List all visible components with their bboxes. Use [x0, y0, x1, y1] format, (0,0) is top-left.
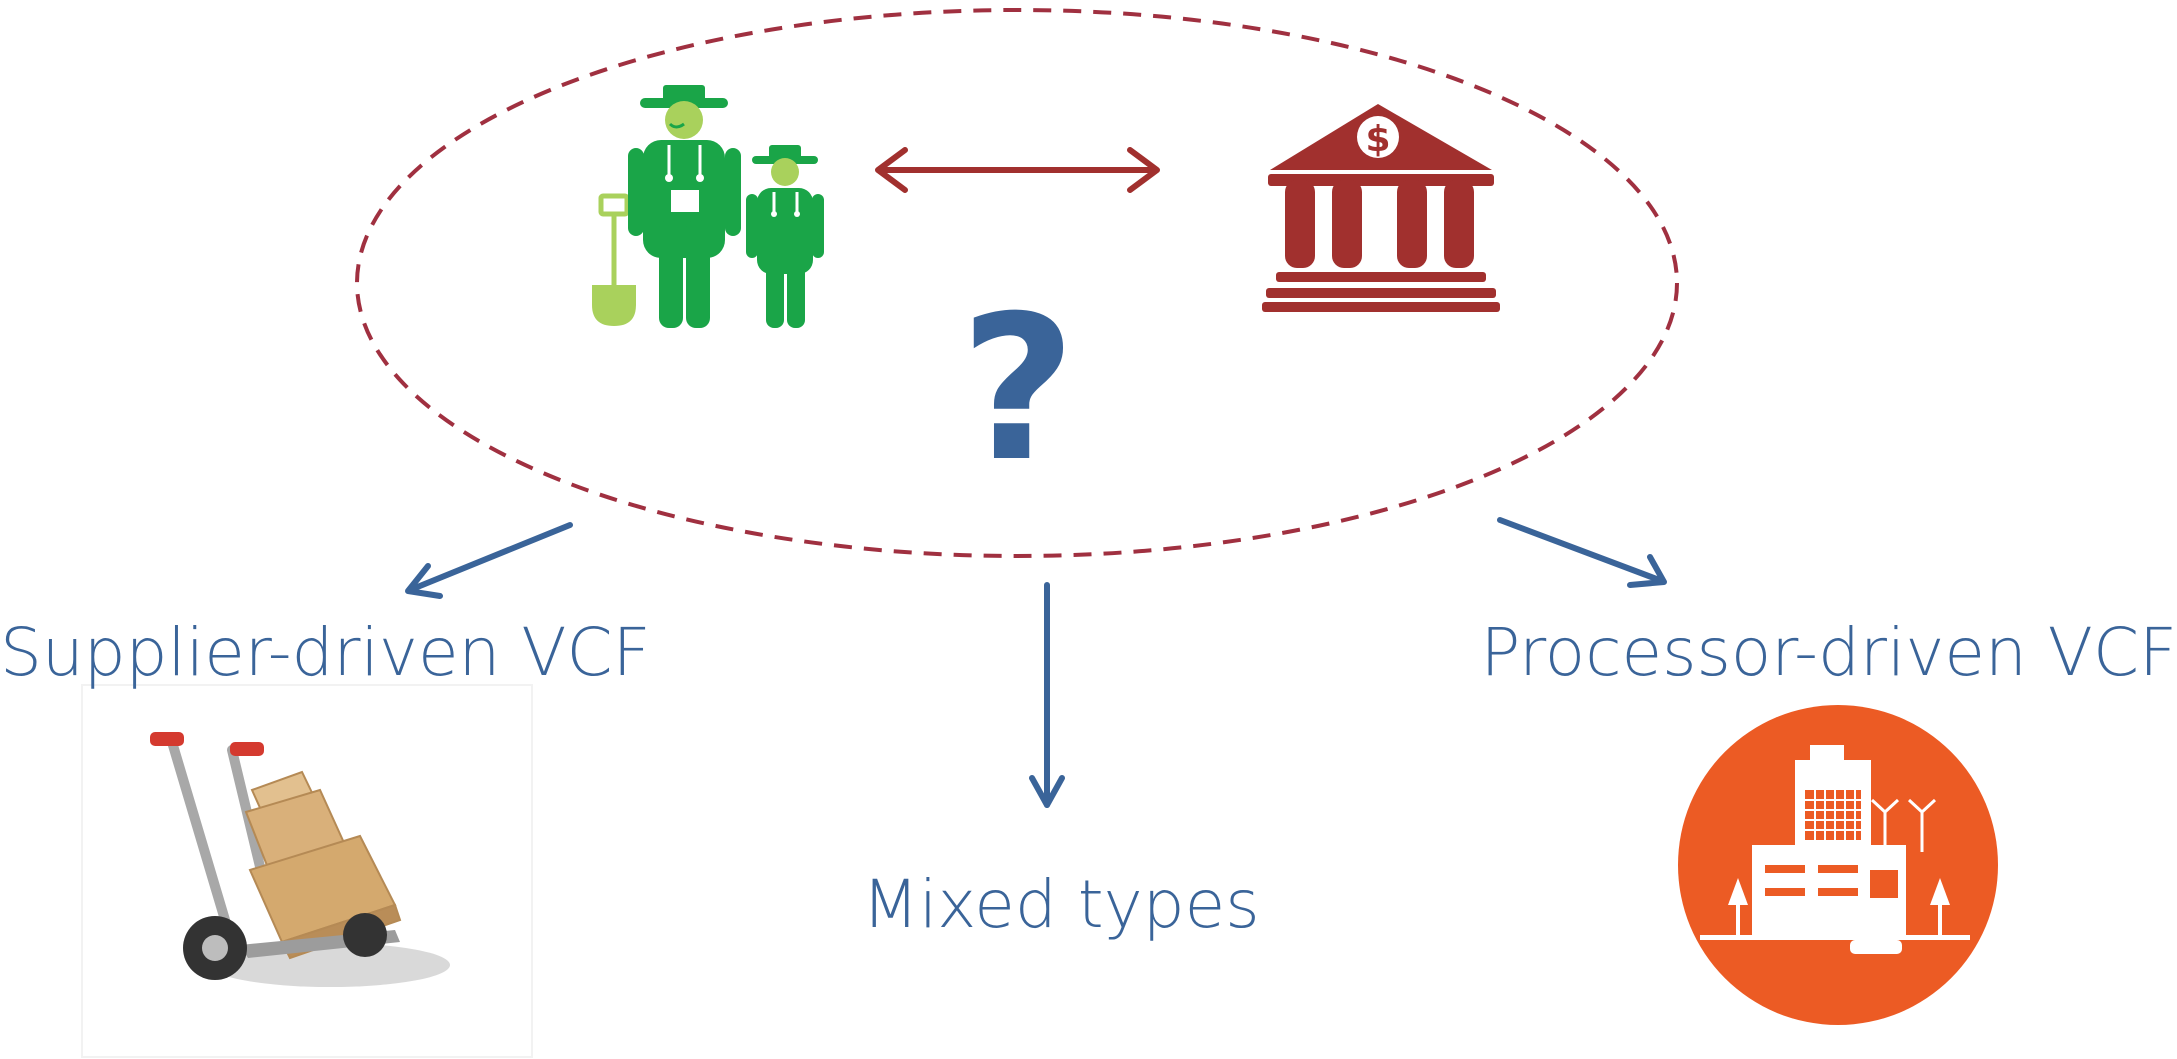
svg-text:$: $ [1365, 119, 1390, 160]
hand-truck-boxes-icon [81, 684, 533, 1058]
mixed-types-label: Mixed types [862, 866, 1260, 943]
arrow-to-supplier [405, 522, 573, 599]
arrow-to-mixed [1029, 582, 1065, 808]
arrow-to-processor [1497, 517, 1667, 588]
question-mark: ? [960, 273, 1077, 506]
processor-driven-label: Processor-driven VCF [1480, 614, 2177, 691]
supplier-driven-label: Supplier-driven VCF [0, 614, 651, 691]
farmers-icon [592, 85, 824, 328]
stakeholder-ellipse [355, 8, 1679, 558]
two-way-arrow [875, 147, 1160, 193]
factory-circle-icon [1678, 705, 1998, 1025]
bank-icon: $ [1262, 104, 1500, 312]
